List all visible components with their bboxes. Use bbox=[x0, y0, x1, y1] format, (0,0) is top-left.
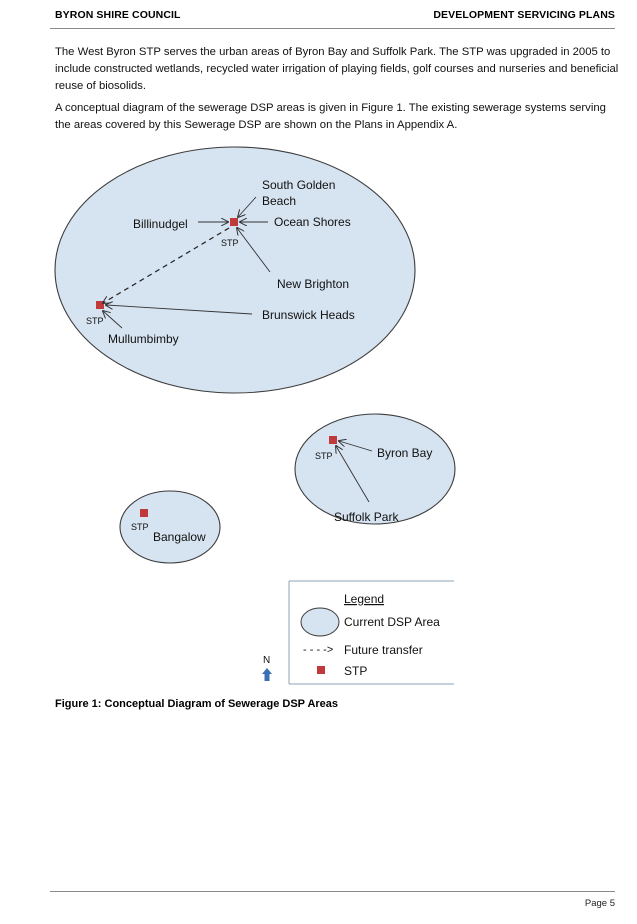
legend-stp-label: STP bbox=[344, 664, 367, 678]
dsp-area-byron-bay bbox=[294, 413, 456, 525]
legend-title: Legend bbox=[344, 592, 384, 606]
arrow-new-brighton bbox=[237, 228, 271, 273]
arrow-south-golden-beach bbox=[238, 196, 257, 217]
legend: Legend Current DSP Area - - - -> Future … bbox=[288, 580, 454, 685]
figure-caption: Figure 1: Conceptual Diagram of Sewerage… bbox=[55, 698, 339, 710]
north-label: N bbox=[263, 655, 270, 666]
header-document-title: DEVELOPMENT SERVICING PLANS bbox=[433, 9, 615, 21]
paragraph-conceptual-diagram: A conceptual diagram of the sewerage DSP… bbox=[55, 102, 606, 131]
arrow-mullumbimby bbox=[103, 311, 123, 329]
north-arrow-icon bbox=[262, 668, 272, 681]
label-stp-brunswick: STP bbox=[86, 316, 104, 326]
legend-transfer-symbol: - - - -> bbox=[303, 644, 333, 656]
label-stp-ocean-shores: STP bbox=[221, 238, 239, 248]
label-stp-byron-bay: STP bbox=[315, 451, 333, 461]
stp-marker-bangalow bbox=[140, 509, 148, 517]
header-council-name: BYRON SHIRE COUNCIL bbox=[55, 9, 181, 21]
label-bangalow: Bangalow bbox=[153, 530, 206, 544]
arrow-suffolk-park bbox=[336, 446, 370, 503]
legend-transfer-label: Future transfer bbox=[344, 643, 423, 657]
label-south-golden-beach-1: South Golden bbox=[262, 178, 335, 192]
label-new-brighton: New Brighton bbox=[277, 277, 349, 291]
footer-rule bbox=[50, 891, 615, 892]
label-byron-bay: Byron Bay bbox=[377, 446, 432, 460]
arrow-byron-bay bbox=[339, 441, 373, 452]
stp-marker-byron-bay bbox=[329, 436, 337, 444]
label-mullumbimby: Mullumbimby bbox=[108, 332, 179, 346]
legend-area-swatch bbox=[300, 607, 340, 637]
legend-area-label: Current DSP Area bbox=[344, 615, 440, 629]
future-transfer-line bbox=[103, 227, 230, 303]
label-brunswick-heads: Brunswick Heads bbox=[262, 308, 355, 322]
stp-marker-ocean-shores bbox=[230, 218, 238, 226]
arrow-brunswick-heads bbox=[106, 305, 253, 315]
page-number: Page 5 bbox=[584, 898, 615, 909]
label-south-golden-beach-2: Beach bbox=[262, 194, 296, 208]
dsp-area-north bbox=[54, 146, 416, 394]
label-billinudgel: Billinudgel bbox=[133, 217, 188, 231]
label-stp-bangalow: STP bbox=[131, 522, 149, 532]
stp-marker-brunswick bbox=[96, 301, 104, 309]
header-rule bbox=[50, 28, 615, 29]
label-suffolk-park: Suffolk Park bbox=[334, 510, 399, 524]
paragraph-west-byron-stp: The West Byron STP serves the urban area… bbox=[55, 46, 619, 92]
legend-stp-swatch bbox=[317, 666, 325, 674]
label-ocean-shores: Ocean Shores bbox=[274, 215, 351, 229]
